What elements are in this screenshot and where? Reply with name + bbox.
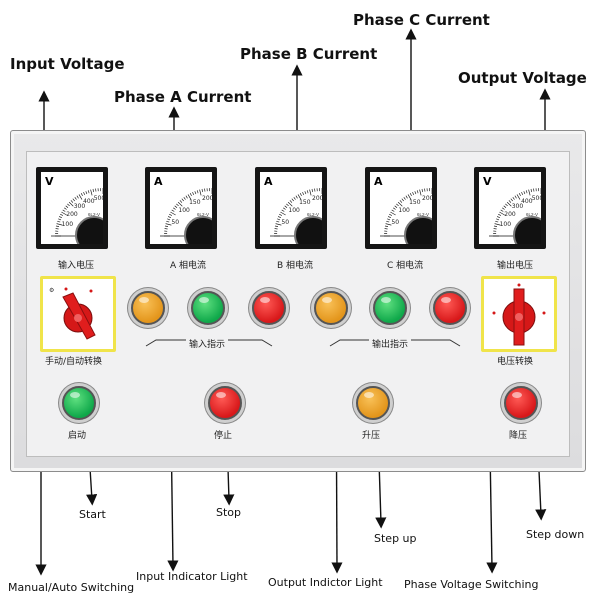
meter-tick-label: 150 <box>409 199 421 207</box>
manual-auto-switch[interactable]: ⚙ <box>40 276 116 352</box>
meter-tick-label: 100 <box>61 221 74 229</box>
input-indicator-caption: 输入指示 <box>186 337 229 350</box>
meter-adjust-screw <box>184 216 212 244</box>
meter-unit: A <box>374 175 383 188</box>
meter-tick-label: 150 <box>189 199 201 207</box>
step-up-caption: 升压 <box>362 431 381 441</box>
meter-tick-label: 200 <box>312 195 322 203</box>
voltage-switching-switch[interactable] <box>481 276 557 352</box>
meter-tick-label: 100 <box>499 221 512 229</box>
meter-caption-phase-c: C 相电流 <box>387 261 424 271</box>
meter-tick-label: 50 <box>281 218 290 226</box>
meter-tick-label: 300 <box>511 203 524 211</box>
output-voltage-meter: V 100 200300400500 6L2-V <box>474 167 546 249</box>
output-voltage-label: Output Voltage <box>458 69 587 87</box>
output-indicator-red <box>433 291 467 325</box>
meter-tick-label: 50 <box>391 218 400 226</box>
meter-caption-phase-a: A 相电流 <box>170 261 207 271</box>
meter-model: 6L2-V <box>525 212 538 217</box>
meter-tick-label: 500 <box>531 195 541 203</box>
step-down-button[interactable] <box>504 386 538 420</box>
meter-tick-label: 50 <box>171 218 180 226</box>
meter-tick-label: 500 <box>93 195 103 203</box>
meter-tick-label: 100 <box>398 207 410 215</box>
meter-model: 6L2-V <box>196 212 209 217</box>
step-up-label: Step up <box>374 532 417 545</box>
meter-adjust-screw <box>513 216 541 244</box>
meter-tick-label: 400 <box>521 197 533 205</box>
meter-tick-label: 200 <box>422 195 432 203</box>
meter-adjust-screw <box>294 216 322 244</box>
input-voltage-label: Input Voltage <box>10 55 125 73</box>
start-button[interactable] <box>62 386 96 420</box>
stop-label: Stop <box>216 506 242 519</box>
output-indicator-label: Output Indictor Light <box>268 576 383 589</box>
phase-a-current-label: Phase A Current <box>114 88 252 106</box>
input-indicator-red <box>252 291 286 325</box>
stop-button[interactable] <box>208 386 242 420</box>
meter-tick-label: 200 <box>504 211 516 219</box>
meter-unit: A <box>264 175 273 188</box>
meter-model: 6L2-V <box>87 212 100 217</box>
meter-face: V 100 200300400500 6L2-V <box>41 172 103 244</box>
meter-adjust-screw <box>404 216 432 244</box>
meter-unit: A <box>154 175 163 188</box>
step-up-button[interactable] <box>356 386 390 420</box>
meter-tick-label: 100 <box>178 207 190 215</box>
output-indicator-caption: 输出指示 <box>369 337 412 350</box>
meter-tick-label: 100 <box>288 207 300 215</box>
manual-auto-label: Manual/Auto Switching <box>8 581 135 594</box>
meter-caption-input-voltage: 输入电压 <box>58 261 95 271</box>
start-label: Start <box>79 508 106 521</box>
phase-voltage-switching-label: Phase Voltage Switching <box>404 578 539 591</box>
meter-scale-arc <box>380 188 432 237</box>
stop-caption: 停止 <box>214 431 233 441</box>
meter-tick-label: 150 <box>299 199 311 207</box>
meter-unit: V <box>45 175 54 188</box>
input-indicator-orange <box>131 291 165 325</box>
step-down-label: Step down <box>526 528 585 541</box>
step-down-caption: 降压 <box>509 431 528 441</box>
meter-model: 6L2-V <box>416 212 429 217</box>
manual-auto-caption: 手动/自动转换 <box>45 357 103 367</box>
meter-caption-phase-b: B 相电流 <box>277 261 314 271</box>
output-indicator-green <box>373 291 407 325</box>
voltage-switch-caption: 电压转换 <box>497 357 534 367</box>
input-voltage-meter: V 100 200300400500 6L2-V <box>36 167 108 249</box>
start-caption: 启动 <box>68 431 87 441</box>
meter-model: 6L2-V <box>306 212 319 217</box>
meter-tick-label: 400 <box>83 197 95 205</box>
meter-tick-label: 300 <box>73 203 86 211</box>
rotary-knob-icon: ⚙ <box>49 287 96 340</box>
phase-b-current-label: Phase B Current <box>240 45 378 63</box>
input-indicator-label: Input Indicator Light <box>136 570 248 583</box>
output-indicator-orange <box>314 291 348 325</box>
meter-caption-output-voltage: 输出电压 <box>497 261 534 271</box>
rotary-knob-icon <box>492 283 546 346</box>
svg-text:⚙: ⚙ <box>49 287 54 294</box>
meter-face: V 100 200300400500 6L2-V <box>479 172 541 244</box>
meter-scale-arc <box>160 188 212 237</box>
meter-unit: V <box>483 175 492 188</box>
meter-tick-label: 200 <box>66 211 78 219</box>
meter-tick-label: 200 <box>202 195 212 203</box>
input-indicator-green <box>191 291 225 325</box>
meter-adjust-screw <box>75 216 103 244</box>
phase-c-current-label: Phase C Current <box>353 11 490 29</box>
